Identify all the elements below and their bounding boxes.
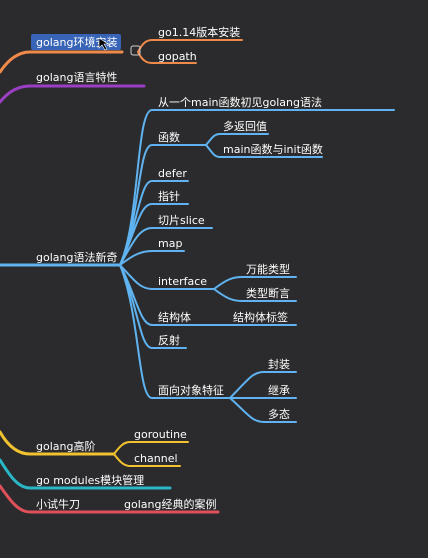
topic-multi-return[interactable]: 多返回值: [223, 119, 267, 133]
topic-oop[interactable]: 面向对象特征: [158, 383, 224, 397]
edge-root-install: [0, 50, 124, 74]
topic-interface[interactable]: interface: [158, 275, 207, 288]
branch-advanced: golang高阶 goroutine channel: [0, 428, 189, 467]
edge-syntax-oop: [119, 264, 231, 399]
edge-func-multireturn: [205, 133, 269, 146]
topic-struct-tag[interactable]: 结构体标签: [233, 310, 288, 324]
topic-go114-install[interactable]: go1.14版本安装: [158, 25, 240, 39]
edge-root-practice: [0, 484, 220, 514]
cursor-icon: [98, 37, 109, 51]
topic-inheritance[interactable]: 继承: [268, 384, 290, 397]
topic-type-assert[interactable]: 类型断言: [246, 286, 290, 300]
topic-polymorphism[interactable]: 多态: [268, 407, 290, 421]
topic-encapsulation[interactable]: 封装: [268, 357, 290, 371]
topic-pointer[interactable]: 指针: [158, 189, 180, 203]
topic-first-main[interactable]: 从一个main函数初见golang语法: [158, 95, 322, 109]
topic-install[interactable]: golang环境安装: [36, 35, 117, 49]
topic-classic-cases[interactable]: golang经典的案例: [124, 497, 216, 511]
topic-syntax[interactable]: golang语法新奇: [36, 250, 117, 264]
edge-oop-poly: [229, 397, 297, 423]
edge-func-maininit: [205, 144, 323, 158]
edge-install-go114: [137, 39, 243, 53]
selection-highlight: [31, 34, 121, 50]
topic-defer[interactable]: defer: [158, 167, 187, 180]
topic-func[interactable]: 函数: [158, 131, 180, 144]
edge-syntax-map: [119, 250, 185, 266]
edge-advanced-goroutine: [113, 441, 189, 455]
branch-features: golang语言特性: [0, 70, 146, 104]
topic-gopath[interactable]: gopath: [158, 50, 197, 63]
edge-interface-any: [213, 276, 297, 290]
topic-any-type[interactable]: 万能类型: [246, 262, 290, 276]
topic-goroutine[interactable]: goroutine: [134, 428, 187, 441]
edge-syntax-pointer: [119, 203, 189, 266]
topic-modules[interactable]: go modules模块管理: [36, 473, 144, 487]
topic-main-init[interactable]: main函数与init函数: [223, 143, 323, 156]
edge-root-advanced: [0, 430, 116, 456]
edge-advanced-channel: [113, 453, 181, 467]
branch-modules: go modules模块管理: [0, 458, 172, 490]
edge-interface-assert: [213, 288, 297, 302]
branch-syntax: golang语法新奇 从一个main函数初见golang语法 函数 多返回值 m…: [0, 95, 395, 423]
branch-practice: 小试牛刀 golang经典的案例: [0, 484, 220, 514]
topic-features[interactable]: golang语言特性: [36, 70, 117, 84]
edge-syntax-interface: [119, 264, 215, 290]
edge-syntax-slice: [119, 227, 213, 266]
topic-practice[interactable]: 小试牛刀: [36, 497, 80, 511]
collapse-handle-icon[interactable]: [130, 45, 141, 56]
topic-reflect[interactable]: 反射: [158, 333, 180, 347]
edge-root-modules: [0, 458, 172, 490]
topic-advanced[interactable]: golang高阶: [36, 439, 95, 453]
branch-install: golang环境安装 go1.14版本安装 gopath: [0, 25, 243, 74]
edge-root-features: [0, 84, 146, 104]
topic-channel[interactable]: channel: [134, 452, 178, 465]
topic-map[interactable]: map: [158, 237, 182, 250]
edge-oop-encap: [229, 371, 297, 399]
topic-struct[interactable]: 结构体: [158, 310, 191, 324]
topic-slice[interactable]: 切片slice: [158, 214, 205, 227]
